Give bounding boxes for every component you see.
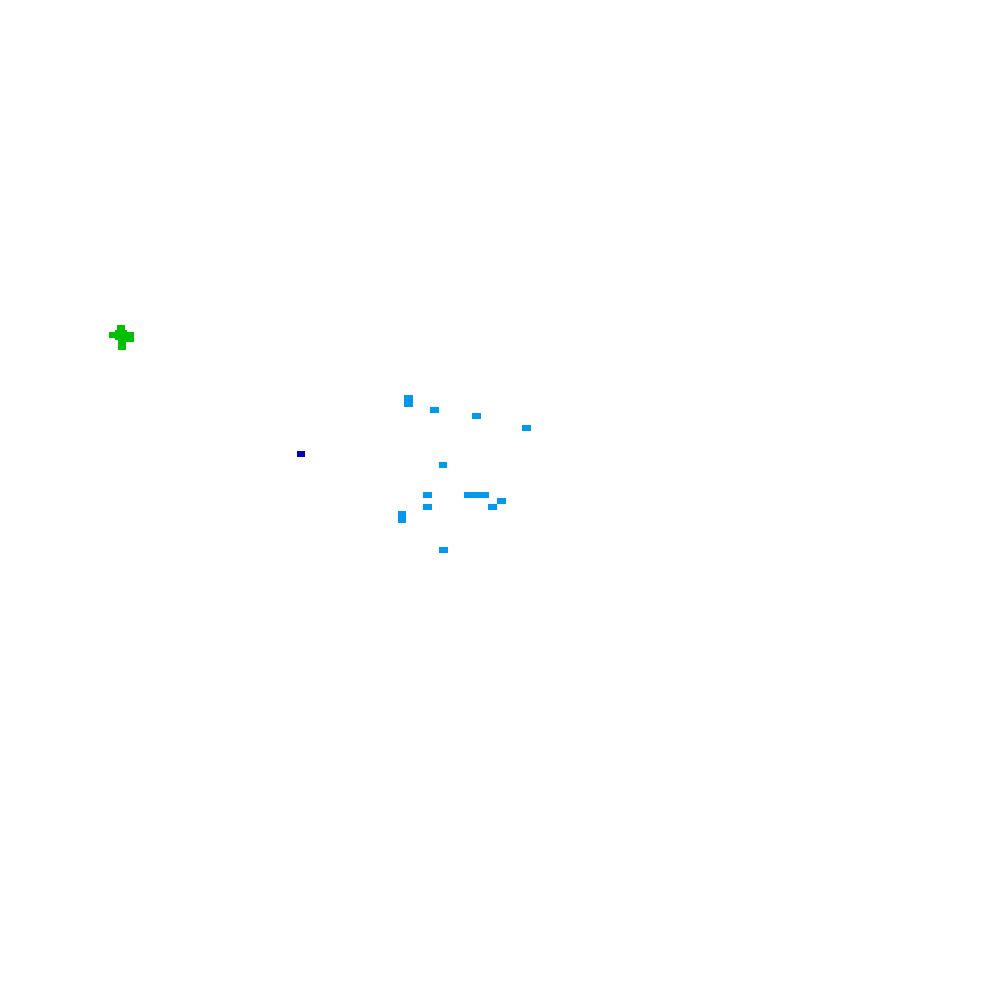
- particle-fragment: [423, 504, 432, 510]
- particle-fragment: [464, 492, 489, 498]
- player-cross-segment: [124, 337, 134, 342]
- particle-fragment: [430, 407, 439, 413]
- particle-fragment: [522, 425, 531, 431]
- particle-fragment: [423, 492, 432, 498]
- particle-fragment: [439, 462, 447, 468]
- player-cross-icon: [109, 325, 134, 350]
- player-cross-segment: [117, 325, 125, 333]
- particle-fragment: [398, 511, 406, 523]
- target-dot-icon: [297, 451, 305, 457]
- target-dot: [297, 451, 305, 457]
- particle-fragment: [404, 395, 413, 407]
- player-cross-segment: [115, 330, 127, 340]
- particle-cluster: [398, 395, 531, 553]
- particle-fragment: [497, 498, 506, 504]
- player-cross-segment: [118, 338, 126, 350]
- particle-fragment: [472, 413, 481, 419]
- particle-fragment: [488, 504, 497, 510]
- particle-fragment: [439, 547, 448, 553]
